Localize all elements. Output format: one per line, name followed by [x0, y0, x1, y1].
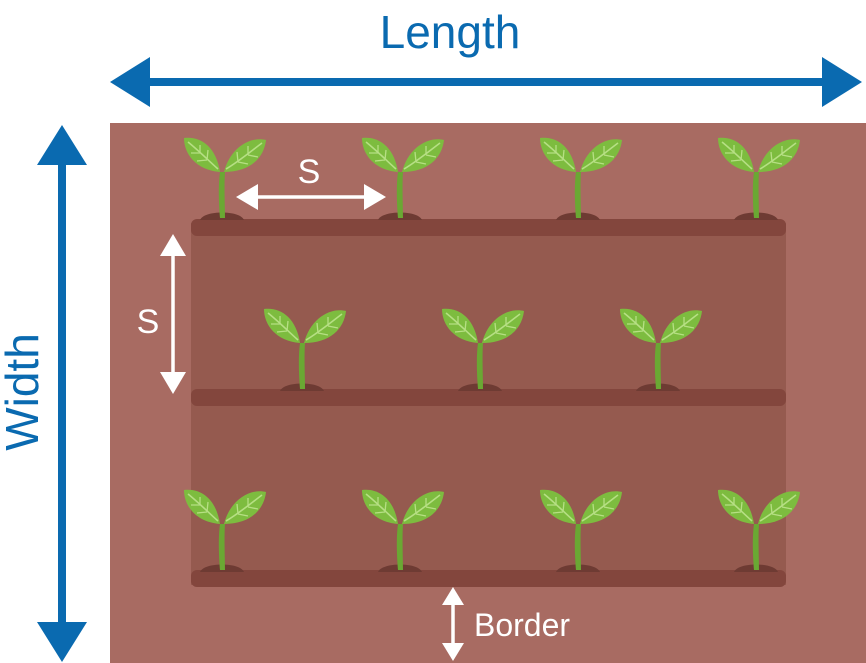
vertical-spacing-arrow: [160, 234, 186, 394]
width-arrow: [37, 125, 87, 662]
length-arrow: [110, 57, 862, 107]
vertical-spacing-label: S: [137, 303, 160, 341]
border-arrow: [442, 587, 464, 661]
horizontal-spacing-arrow: [236, 184, 386, 210]
row-ridge-1: [191, 219, 786, 236]
horizontal-spacing-label: S: [298, 153, 321, 191]
row-ridge-3: [191, 570, 786, 587]
row-ridge-2: [191, 389, 786, 406]
border-label: Border: [474, 607, 570, 643]
length-label: Length: [380, 6, 521, 58]
width-label: Width: [0, 333, 48, 451]
